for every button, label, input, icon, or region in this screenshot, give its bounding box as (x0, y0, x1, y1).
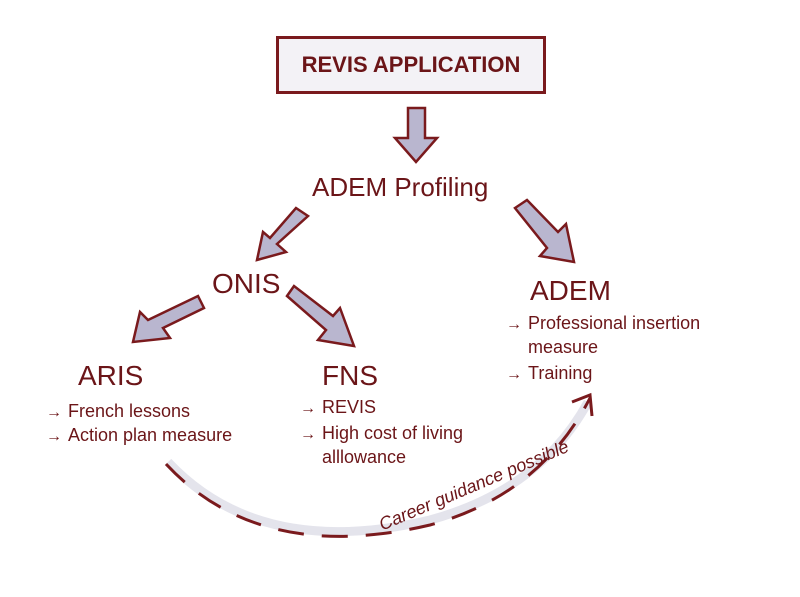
fns-item-continued: alllowance (322, 447, 407, 467)
fns-item: →High cost of living (300, 422, 463, 446)
adem-item-continued: measure (528, 337, 599, 357)
arrow-right-icon: → (506, 366, 522, 383)
arrow-right-icon: → (300, 400, 316, 417)
onis-label: ONIS (212, 268, 281, 299)
career-guidance-curve (164, 392, 594, 538)
arrow-to-aris-icon (131, 294, 206, 344)
fns-title: FNS (322, 360, 378, 391)
arrow-to-fns-icon (285, 284, 356, 348)
arrow-right-icon: → (506, 316, 522, 333)
revis-application-box: REVIS APPLICATION (276, 36, 546, 94)
down-arrow-icon (392, 106, 440, 164)
fns-item: →REVIS (300, 396, 376, 420)
adem-title: ADEM (530, 275, 611, 306)
arrow-to-adem-icon (513, 198, 576, 264)
arrow-right-icon: → (300, 426, 316, 443)
adem-profiling-label: ADEM Profiling (312, 172, 489, 202)
adem-item: →Professional insertion (506, 312, 700, 336)
aris-item: →French lessons (46, 400, 190, 424)
revis-application-label: REVIS APPLICATION (301, 52, 521, 77)
arrow-right-icon: → (46, 404, 62, 421)
arrow-right-icon: → (46, 428, 62, 445)
aris-title: ARIS (78, 360, 144, 391)
adem-item: →Training (506, 362, 592, 386)
arrow-to-onis-icon (255, 206, 311, 262)
aris-item: →Action plan measure (46, 424, 232, 448)
